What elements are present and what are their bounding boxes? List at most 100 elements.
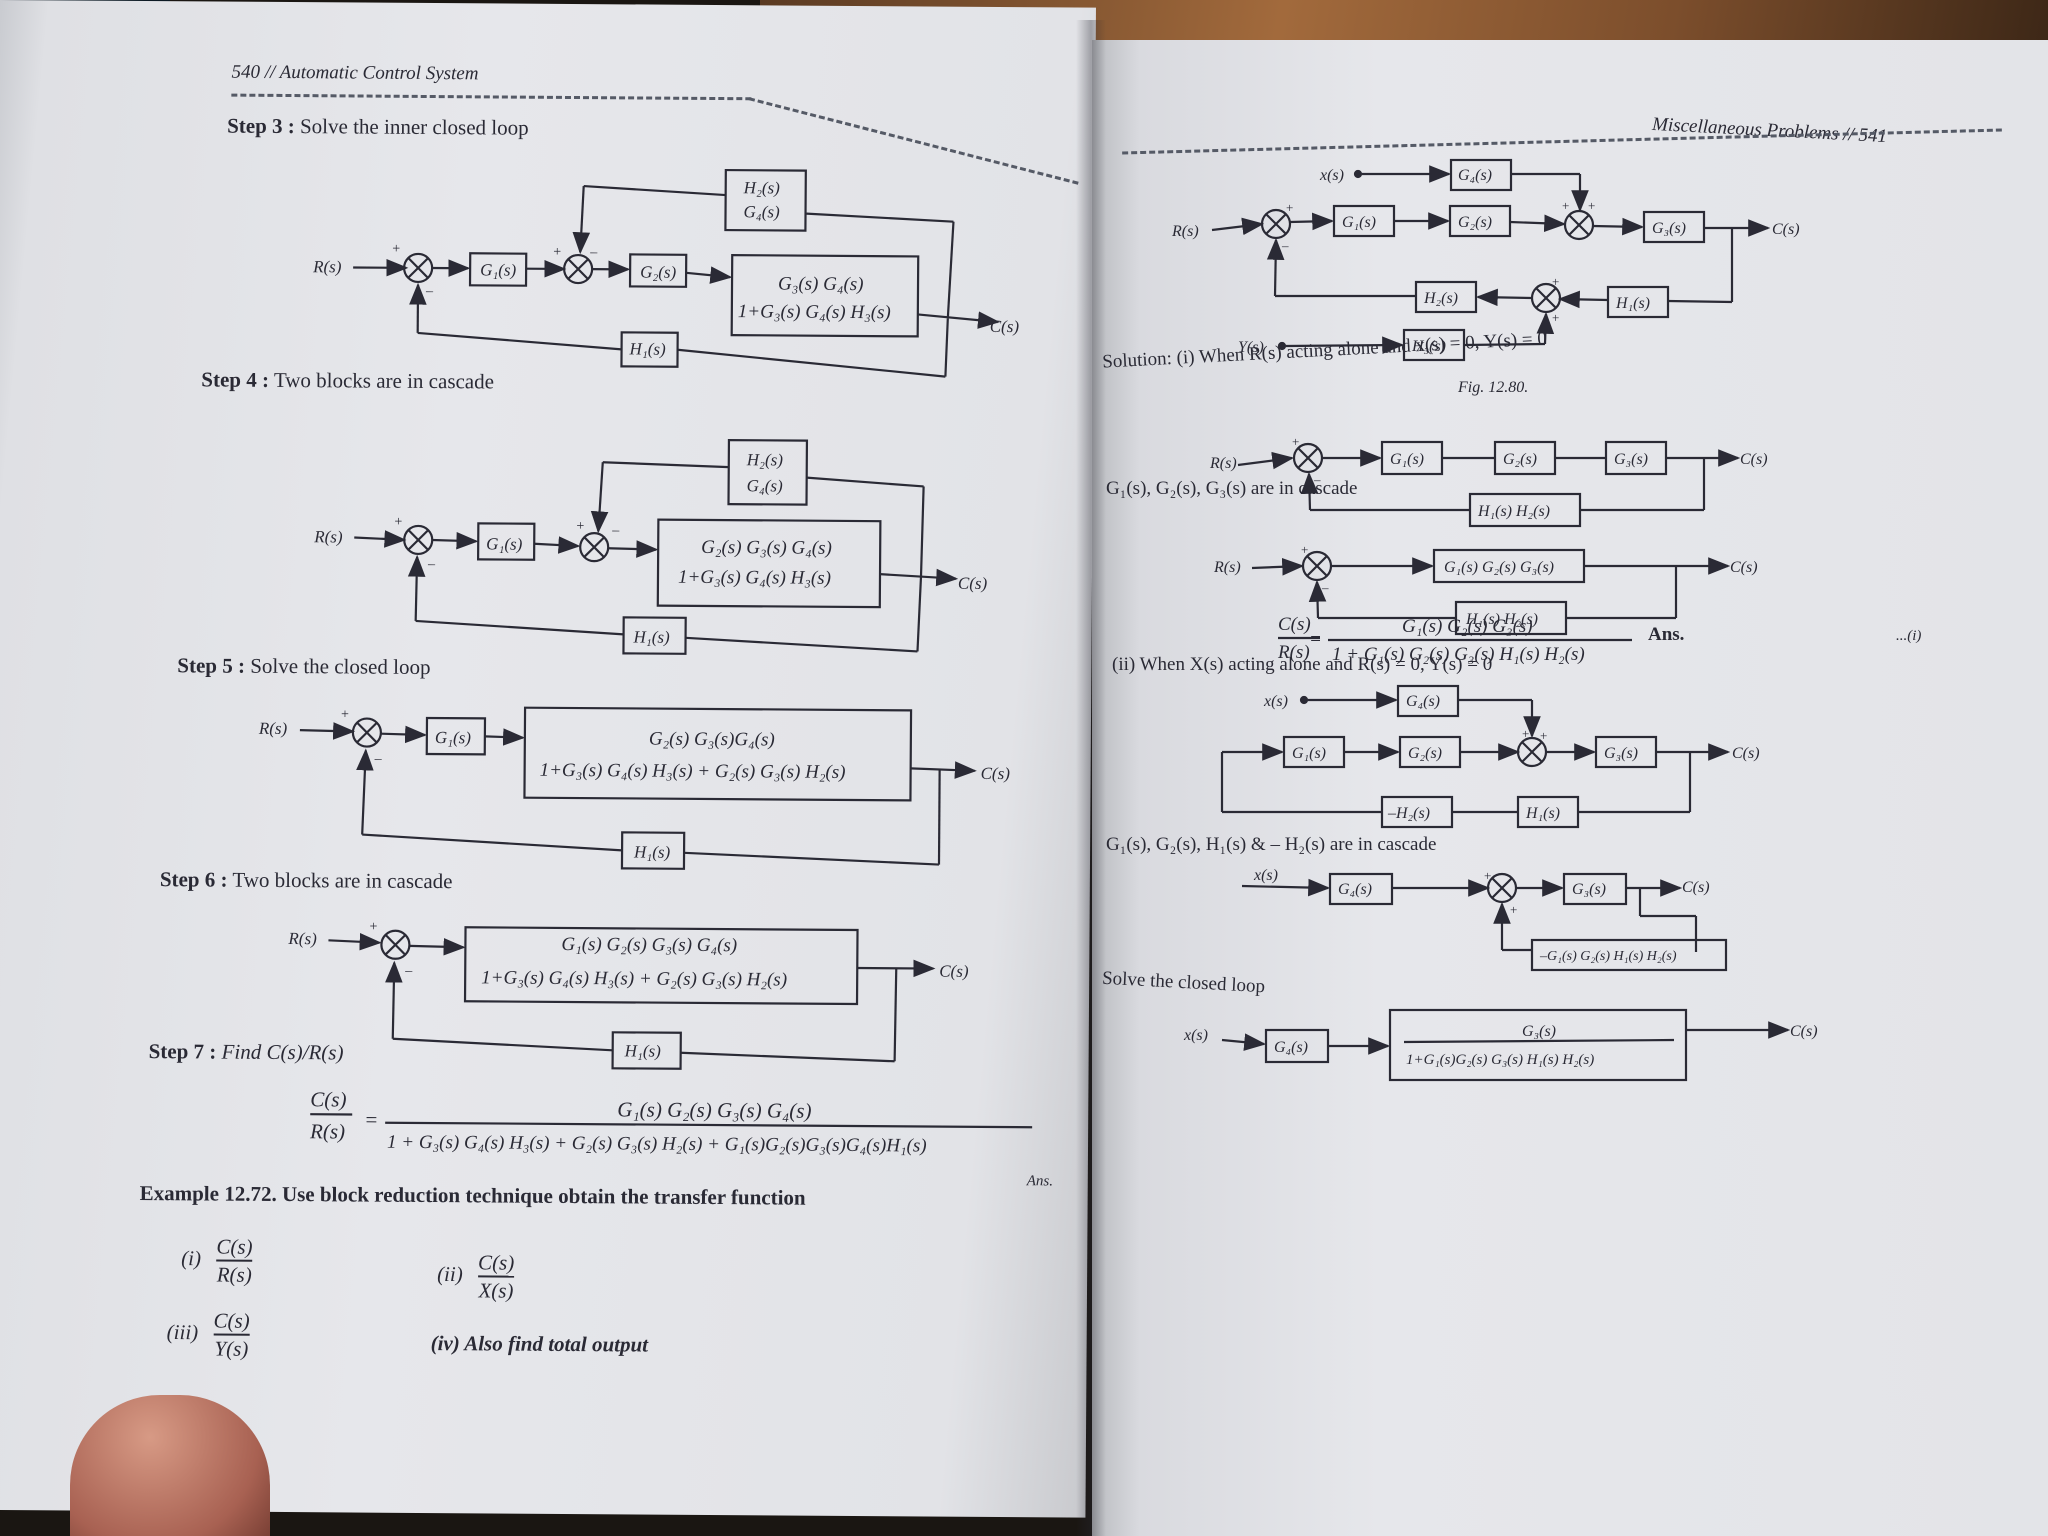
svg-text:+: + — [1540, 728, 1547, 743]
d3-output: C(s) — [981, 764, 1011, 783]
s3-g2: G₂(s) — [1408, 745, 1442, 762]
d2-input-label: R(s) — [313, 527, 343, 546]
d1-g2: G₂(s) — [640, 262, 677, 281]
fig-caption: Fig. 12.80. — [1457, 379, 1528, 396]
d2-g1: G₁(s) — [486, 534, 523, 553]
s3-x: x(s) — [1263, 693, 1288, 710]
svg-text:+: + — [1588, 198, 1595, 213]
svg-text:–: – — [1313, 472, 1321, 487]
svg-text:–: – — [374, 752, 383, 767]
svg-text:+: + — [392, 242, 400, 257]
d1-h1: H₁(s) — [629, 339, 667, 358]
right-page: Miscellaneous Problems // 541 — [1092, 40, 2048, 1536]
svg-text:+: + — [341, 707, 349, 722]
s2-c: C(s) — [1730, 559, 1758, 576]
final-lhs-num: C(s) — [310, 1087, 346, 1111]
d3-den: 1+G₃(s) G₄(s) H₃(s) + G₂(s) G₃(s) H₂(s) — [540, 760, 846, 783]
fig-g1: G₁(s) — [1342, 214, 1376, 231]
fig-h2: H₂(s) — [1423, 290, 1458, 307]
example-heading: Example 12.72. Use block reduction techn… — [139, 1181, 806, 1210]
svg-text:+: + — [1562, 198, 1569, 213]
d4-input-label: R(s) — [287, 929, 317, 948]
s5-num: G₃(s) — [1522, 1023, 1556, 1040]
d3-input-label: R(s) — [258, 719, 288, 738]
s5-x: x(s) — [1183, 1027, 1208, 1044]
fig-x-label: x(s) — [1319, 167, 1344, 184]
s1-g3: G₃(s) — [1614, 451, 1648, 468]
svg-text:–: – — [427, 557, 436, 572]
svg-text:+: + — [1301, 542, 1308, 557]
svg-text:+: + — [394, 515, 402, 530]
s3-g3: G₃(s) — [1604, 745, 1638, 762]
s4-h: –G₁(s) G₂(s) H₁(s) H₂(s) — [1539, 949, 1677, 964]
part-iv: (iv) Also find total output — [430, 1331, 649, 1357]
diagram-x-final — [1221, 1008, 1791, 1082]
d2-den: 1+G₃(s) G₄(s) H₃(s) — [678, 567, 831, 589]
svg-text:–: – — [611, 523, 620, 538]
d1-fb-den: G₄(s) — [743, 202, 780, 221]
diagram-step3 — [353, 168, 1000, 378]
s1-r: R(s) — [1209, 455, 1237, 472]
d2-num: G₂(s) G₃(s) G₄(s) — [701, 537, 832, 559]
s2-h: H₁(s) H₂(s) — [1465, 611, 1538, 628]
d4-num: G₁(s) G₂(s) G₃(s) G₄(s) — [561, 934, 737, 956]
s3-g4: G₄(s) — [1406, 693, 1440, 710]
svg-text:+: + — [369, 920, 377, 935]
diagram-r-cascade — [1251, 548, 1731, 636]
d2-h1: H₁(s) — [633, 627, 671, 646]
svg-text:+: + — [1292, 434, 1299, 449]
s5-c: C(s) — [1790, 1023, 1818, 1040]
left-page: 540 // Automatic Control System Step 3 :… — [0, 0, 1096, 1518]
right-page-diagrams: x(s) G₄(s) R(s) G₁(s) G₂(s) G₃(s) C(s) H… — [1171, 158, 1921, 1082]
svg-text:–: – — [1321, 580, 1329, 595]
fig-h1: H₁(s) — [1615, 295, 1650, 312]
part-iii: (iii) C(s) Y(s) — [166, 1307, 250, 1361]
s5-den: 1+G₁(s)G₂(s) G₃(s) H₁(s) H₂(s) — [1406, 1052, 1594, 1068]
s5-g4: G₄(s) — [1274, 1039, 1308, 1056]
svg-text:+: + — [1484, 868, 1491, 883]
s3-c: C(s) — [1732, 745, 1760, 762]
s3-g1: G₁(s) — [1292, 745, 1326, 762]
final-eq: = — [364, 1108, 378, 1132]
d4-den: 1+G₃(s) G₄(s) H₃(s) + G₂(s) G₃(s) H₂(s) — [481, 967, 787, 990]
fig-g3: G₃(s) — [1652, 220, 1686, 237]
final-num: G₁(s) G₂(s) G₃(s) G₄(s) — [617, 1097, 811, 1122]
s4-g4: G₄(s) — [1338, 881, 1372, 898]
d1-g1: G₁(s) — [480, 260, 517, 279]
d2-output: C(s) — [958, 574, 988, 593]
d1-output: C(s) — [990, 317, 1020, 336]
s3-h1: H₁(s) — [1525, 805, 1560, 822]
s4-c: C(s) — [1682, 879, 1710, 896]
svg-text:+: + — [1510, 902, 1517, 917]
d2-fb-den: G₄(s) — [747, 476, 784, 495]
tf1-den: 1 + G₁(s) G₂(s) G₃(s) H₁(s) H₂(s) — [1332, 644, 1585, 665]
diagram-x-cascade — [1241, 872, 1728, 972]
d3-h1: H₁(s) — [633, 842, 671, 861]
s1-c: C(s) — [1740, 451, 1768, 468]
d4-output: C(s) — [939, 962, 969, 981]
thumb — [70, 1395, 270, 1536]
tf1-tag: ...(i) — [1896, 628, 1921, 644]
cascade-text-2: G₁(s), G₂(s), H₁(s) & – H₂(s) are in cas… — [1106, 834, 1437, 855]
fig-c-label: C(s) — [1772, 221, 1800, 238]
svg-text:+: + — [553, 245, 561, 260]
diagram-step4 — [354, 438, 959, 655]
fig-g4: G₄(s) — [1458, 167, 1492, 184]
fig-h3: H₃(s) — [1411, 338, 1446, 355]
fig-g2: G₂(s) — [1458, 214, 1492, 231]
tf1-lhs-num: C(s) — [1278, 614, 1311, 635]
diagram-step6 — [328, 926, 936, 1070]
d1-fb-num: H₂(s) — [743, 178, 781, 197]
d4-h1: H₁(s) — [624, 1041, 662, 1060]
svg-text:+: + — [1552, 310, 1559, 325]
tf1-num: G₁(s) G₂(s) G₃(s) — [1402, 616, 1533, 637]
diagram-step5 — [299, 706, 977, 870]
svg-text:–: – — [589, 245, 598, 260]
figure-12-80 — [1211, 158, 1771, 362]
d1-den: 1+G₃(s) G₄(s) H₃(s) — [738, 301, 891, 323]
svg-text:–: – — [425, 284, 434, 299]
s3-mh2: –H₂(s) — [1387, 805, 1430, 822]
final-den: 1 + G₃(s) G₄(s) H₃(s) + G₂(s) G₃(s) H₂(s… — [387, 1132, 927, 1157]
s4-x: x(s) — [1253, 867, 1278, 884]
d2-fb-num: H₂(s) — [746, 450, 784, 469]
